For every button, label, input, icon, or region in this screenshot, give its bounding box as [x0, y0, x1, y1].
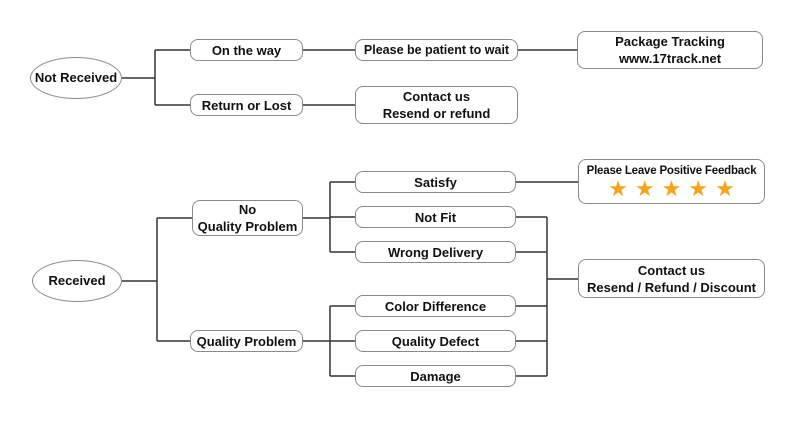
- node-label: Quality Problem: [196, 333, 297, 349]
- node-label: Quality Defect: [391, 333, 480, 349]
- node-label: Wrong Delivery: [387, 244, 484, 260]
- node-quality-defect: Quality Defect: [355, 330, 516, 352]
- node-label: On the way: [211, 42, 282, 58]
- node-damage: Damage: [355, 365, 516, 387]
- node-return-or-lost: Return or Lost: [190, 94, 303, 116]
- node-color-difference: Color Difference: [355, 295, 516, 317]
- node-contact-us-resend-refund: Contact us Resend or refund: [355, 86, 518, 124]
- node-label-line2: www.17track.net: [618, 51, 722, 66]
- node-package-tracking: Package Tracking www.17track.net: [577, 31, 763, 69]
- node-label-line1: Package Tracking: [615, 34, 725, 49]
- node-label: Return or Lost: [201, 97, 292, 113]
- node-label: Color Difference: [384, 298, 487, 314]
- node-on-the-way: On the way: [190, 39, 303, 61]
- node-label: Received: [48, 273, 106, 288]
- node-label: Not Received: [34, 70, 118, 85]
- node-label: Please be patient to wait: [363, 42, 510, 57]
- node-not-received: Not Received: [30, 57, 122, 99]
- node-label: Not Fit: [414, 209, 457, 225]
- node-no-quality-problem: No Quality Problem: [192, 200, 303, 236]
- five-star-rating-icon: ★★★★★: [608, 176, 742, 202]
- node-received: Received: [32, 260, 122, 302]
- node-positive-feedback: Please Leave Positive Feedback ★★★★★: [578, 159, 765, 204]
- node-label: Please Leave Positive Feedback: [586, 164, 757, 177]
- node-label-line1: Contact us: [637, 262, 706, 278]
- node-label-line2: Resend / Refund / Discount: [586, 279, 756, 295]
- node-wrong-delivery: Wrong Delivery: [355, 241, 516, 263]
- node-label-line2: Quality Problem: [197, 219, 298, 234]
- node-label-line1: No: [238, 202, 257, 217]
- node-label-line2: Resend or refund: [382, 106, 491, 121]
- node-contact-us-resend-refund-discount: Contact us Resend / Refund / Discount: [578, 259, 765, 298]
- node-label-line1: Contact us: [402, 89, 471, 104]
- node-quality-problem: Quality Problem: [190, 330, 303, 352]
- node-not-fit: Not Fit: [355, 206, 516, 228]
- node-please-be-patient: Please be patient to wait: [355, 39, 518, 61]
- node-label: Satisfy: [414, 174, 457, 190]
- node-label: Damage: [410, 368, 461, 384]
- node-satisfy: Satisfy: [355, 171, 516, 193]
